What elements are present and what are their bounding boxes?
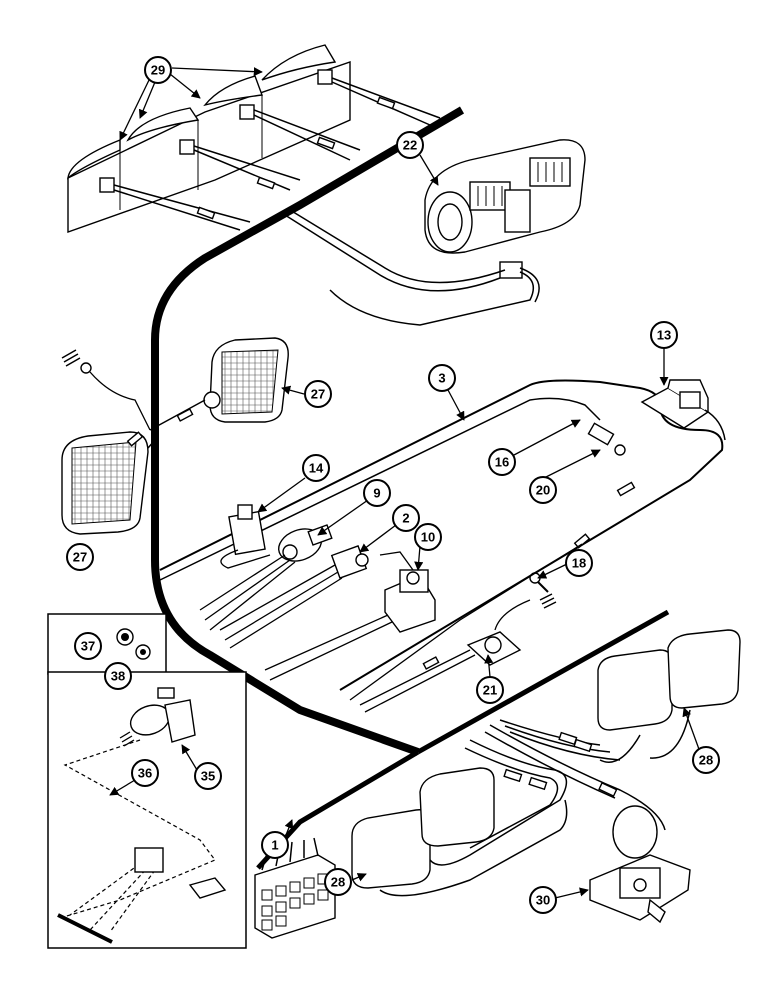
svg-text:9: 9 xyxy=(373,486,380,501)
rear-work-lamp-lower xyxy=(61,431,149,535)
callout-29: 29 xyxy=(144,56,172,84)
switch-9 xyxy=(277,524,333,562)
svg-text:2: 2 xyxy=(402,511,409,526)
svg-text:1: 1 xyxy=(271,838,278,853)
callout-28-left: 28 xyxy=(324,868,352,896)
callout-2: 2 xyxy=(392,504,420,532)
roof-lamp-leads xyxy=(113,77,441,231)
callout-16: 16 xyxy=(488,448,516,476)
callout-22: 22 xyxy=(396,131,424,159)
callout-27-lower: 27 xyxy=(66,543,94,571)
callout-14: 14 xyxy=(302,454,330,482)
svg-text:36: 36 xyxy=(138,766,152,781)
callout-20: 20 xyxy=(529,476,557,504)
rear-work-lamp-upper xyxy=(203,337,289,423)
callout-38: 38 xyxy=(104,662,132,690)
switch-2 xyxy=(330,545,369,579)
relay-13 xyxy=(640,379,710,429)
svg-text:28: 28 xyxy=(699,753,713,768)
blower-motor xyxy=(424,139,586,279)
svg-text:27: 27 xyxy=(73,550,87,565)
inset-panel xyxy=(47,613,247,949)
svg-text:18: 18 xyxy=(572,556,586,571)
callout-1: 1 xyxy=(261,831,289,859)
callout-36: 36 xyxy=(131,759,159,787)
switch-21 xyxy=(466,631,522,666)
callout-3: 3 xyxy=(428,364,456,392)
svg-text:10: 10 xyxy=(421,530,435,545)
work-lamps-28-right xyxy=(597,629,741,731)
svg-text:21: 21 xyxy=(483,683,497,698)
svg-text:38: 38 xyxy=(111,669,125,684)
svg-text:37: 37 xyxy=(81,639,95,654)
callout-27-upper: 27 xyxy=(304,380,332,408)
switch-14 xyxy=(228,504,266,556)
callout-9: 9 xyxy=(363,479,391,507)
callout-10: 10 xyxy=(414,523,442,551)
ground-bolt-18 xyxy=(529,572,557,609)
svg-text:35: 35 xyxy=(201,769,215,784)
svg-text:29: 29 xyxy=(151,63,165,78)
main-connector-1 xyxy=(254,837,336,939)
svg-text:28: 28 xyxy=(331,875,345,890)
callout-18: 18 xyxy=(565,549,593,577)
callout-35: 35 xyxy=(194,762,222,790)
svg-text:20: 20 xyxy=(536,483,550,498)
svg-text:30: 30 xyxy=(536,893,550,908)
callout-28-right: 28 xyxy=(692,746,720,774)
svg-text:22: 22 xyxy=(403,138,417,153)
callout-13: 13 xyxy=(650,321,678,349)
temperature-sender xyxy=(587,422,626,456)
svg-text:13: 13 xyxy=(657,328,671,343)
callout-30: 30 xyxy=(529,886,557,914)
svg-text:14: 14 xyxy=(309,461,324,476)
wiper-motor-30 xyxy=(589,805,691,924)
svg-text:27: 27 xyxy=(311,387,325,402)
roof-work-lamps xyxy=(67,44,351,233)
work-lamps-28-left xyxy=(351,767,495,889)
switch-10 xyxy=(379,551,436,633)
svg-text:3: 3 xyxy=(438,371,445,386)
callout-37: 37 xyxy=(74,632,102,660)
callout-21: 21 xyxy=(476,676,504,704)
svg-text:16: 16 xyxy=(495,455,509,470)
